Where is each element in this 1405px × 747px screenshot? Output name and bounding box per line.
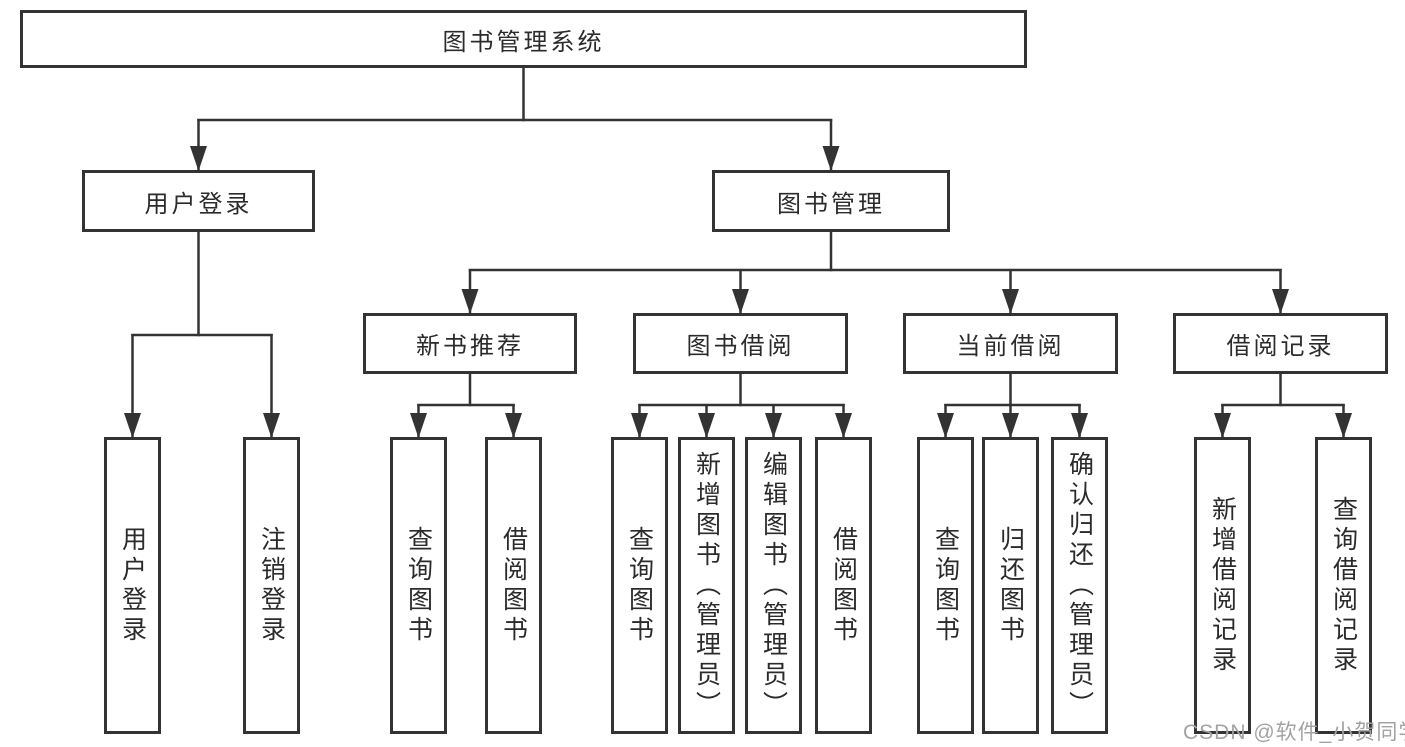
node-user-login-leaf: 用户登录 [104,437,161,734]
node-book-borrowing: 图书借阅 [633,313,848,374]
node-edit-books-admin: 编辑图书（管理员） [745,437,802,734]
node-new-book-recommendation: 新书推荐 [363,313,577,374]
node-confirm-return-admin: 确认归还（管理员） [1051,437,1108,734]
node-query-books-borrowing: 查询图书 [611,437,668,734]
node-user-login-branch: 用户登录 [82,170,315,232]
node-add-books-admin: 新增图书（管理员） [678,437,735,734]
node-query-books-recommendation: 查询图书 [390,437,447,734]
node-logout-leaf: 注销登录 [243,437,300,734]
node-add-borrow-record: 新增借阅记录 [1194,437,1251,734]
node-current-borrowing: 当前借阅 [903,313,1118,374]
node-return-books: 归还图书 [982,437,1039,734]
node-query-borrow-record: 查询借阅记录 [1315,437,1372,734]
node-borrow-books-recommendation: 借阅图书 [485,437,542,734]
node-borrowing-records: 借阅记录 [1173,313,1388,374]
node-query-books-current: 查询图书 [917,437,974,734]
watermark-text: CSDN @软件_小贺同学 [1183,721,1405,744]
node-borrow-books-borrowing: 借阅图书 [815,437,872,734]
node-book-management-branch: 图书管理 [712,170,950,232]
node-library-management-system: 图书管理系统 [20,10,1027,68]
